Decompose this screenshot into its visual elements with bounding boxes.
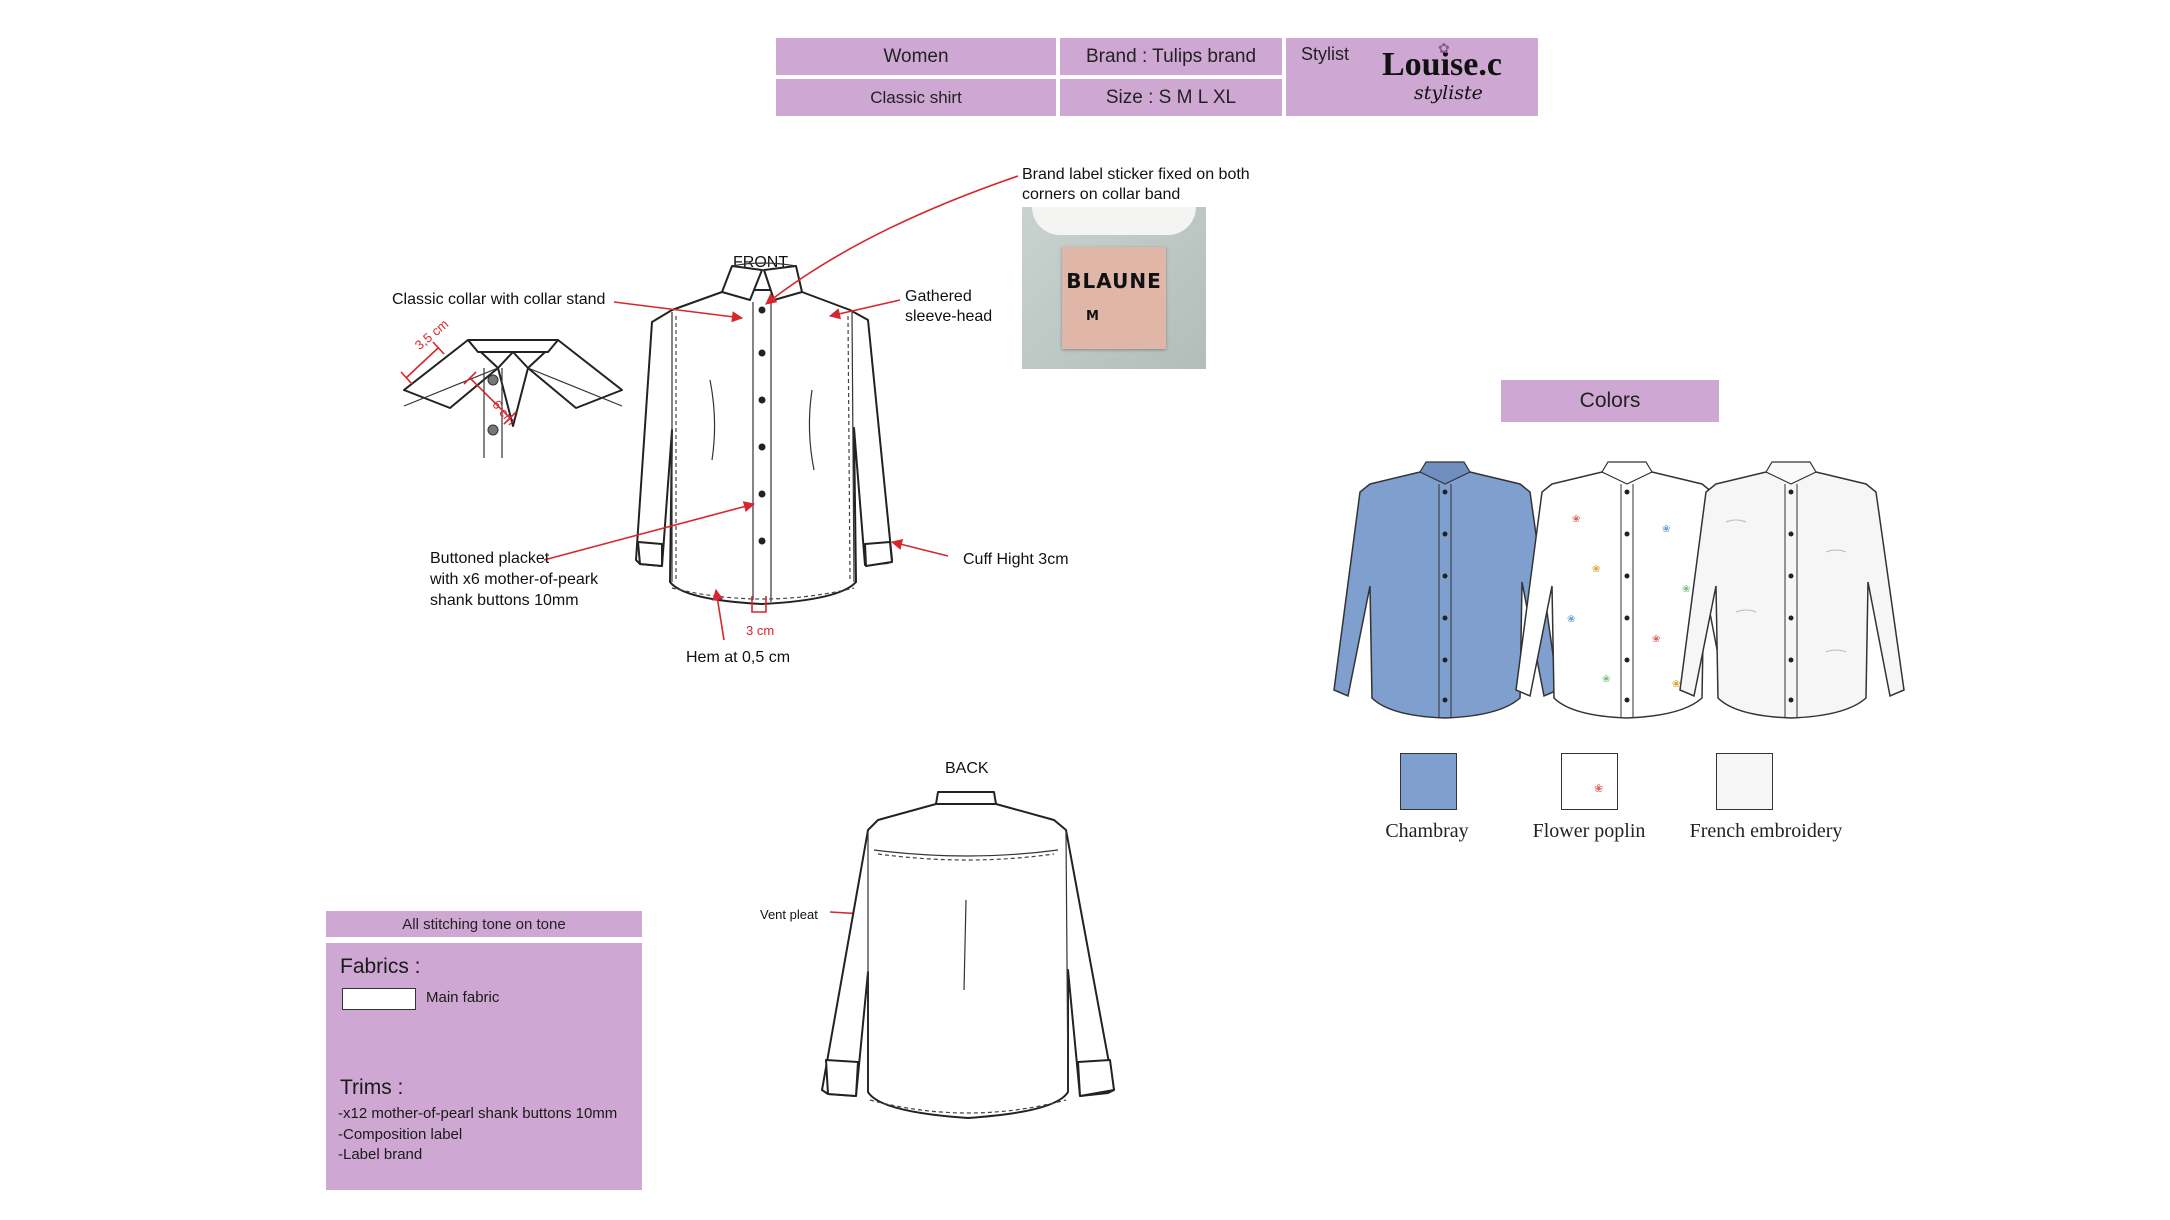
header-gender-text: Women bbox=[883, 45, 949, 67]
trim-item: -Label brand bbox=[338, 1146, 423, 1163]
header-gender: Women bbox=[776, 38, 1056, 75]
swatch-label-chambray: Chambray bbox=[1385, 820, 1469, 842]
trim-item: -x12 mother-of-pearl shank buttons 10mm bbox=[338, 1105, 618, 1122]
svg-text:❀: ❀ bbox=[1572, 514, 1580, 525]
brand-label-text: BLAUNE bbox=[1066, 269, 1162, 293]
callout-placket-2: with x6 mother-of-peark bbox=[430, 571, 599, 588]
svg-text:❀: ❀ bbox=[1652, 634, 1660, 645]
swatch-label-french-embroidery: French embroidery bbox=[1689, 820, 1843, 842]
header-model-text: Classic shirt bbox=[870, 87, 962, 107]
front-buttons bbox=[758, 306, 766, 545]
swatch-chambray bbox=[1400, 753, 1457, 810]
stylist-logo-name: Louise.c bbox=[1382, 46, 1502, 83]
callout-label-1: Brand label sticker fixed on both bbox=[1022, 166, 1250, 183]
stitching-text: All stitching tone on tone bbox=[402, 915, 566, 933]
svg-text:❀: ❀ bbox=[1602, 674, 1610, 685]
callout-sleeve-head-2: sleeve-head bbox=[905, 308, 993, 325]
collar-detail-drawing bbox=[400, 339, 623, 458]
callout-hem: Hem at 0,5 cm bbox=[686, 649, 791, 666]
header-sizes-text: Size : S M L XL bbox=[1105, 86, 1237, 108]
back-title: BACK bbox=[945, 760, 989, 777]
callout-cuff: Cuff Hight 3cm bbox=[963, 551, 1069, 568]
header-model: Classic shirt bbox=[776, 79, 1056, 116]
trims-title: Trims : bbox=[340, 1076, 404, 1099]
callout-placket-3: shank buttons 10mm bbox=[430, 592, 579, 609]
header-brand: Brand : Tulips brand bbox=[1060, 38, 1282, 75]
main-fabric-label: Main fabric bbox=[426, 989, 500, 1006]
callout-placket-width: 3 cm bbox=[746, 623, 775, 638]
header-brand-text: Brand : Tulips brand bbox=[1085, 45, 1257, 67]
callout-sleeve-head-1: Gathered bbox=[905, 288, 972, 305]
stylist-logo-sub: styliste bbox=[1414, 82, 1483, 104]
brand-label-tag: BLAUNE M bbox=[1062, 247, 1166, 349]
svg-text:❀: ❀ bbox=[1592, 564, 1600, 575]
back-shirt-drawing bbox=[821, 791, 1115, 1119]
colorway-chambray-shirt bbox=[1333, 461, 1559, 719]
svg-text:❀: ❀ bbox=[1662, 524, 1670, 535]
brand-label-photo: BLAUNE M bbox=[1022, 207, 1206, 369]
stylist-label: Stylist bbox=[1301, 44, 1350, 64]
trim-item: -Composition label bbox=[338, 1126, 463, 1143]
svg-text:❀: ❀ bbox=[1682, 584, 1690, 595]
front-shirt-drawing bbox=[635, 262, 893, 605]
swatch-french-embroidery bbox=[1716, 753, 1773, 810]
colors-title: Colors bbox=[1501, 380, 1719, 422]
callout-placket-1: Buttoned placket bbox=[430, 550, 550, 567]
header-sizes: Size : S M L XL bbox=[1060, 79, 1282, 116]
callout-collar: Classic collar with collar stand bbox=[392, 291, 606, 308]
stylist-logo-flower-icon: ✿ bbox=[1438, 40, 1450, 56]
spec-panel: Fabrics : Main fabric Trims : -x12 mothe… bbox=[326, 943, 642, 1190]
colorway-french-embroidery-shirt bbox=[1679, 461, 1905, 719]
swatch-label-flower-poplin: Flower poplin bbox=[1532, 820, 1646, 842]
main-fabric-swatch bbox=[342, 988, 416, 1010]
swatch-flower-poplin: ❀ bbox=[1561, 753, 1618, 810]
swatch-flower-motif-icon: ❀ bbox=[1594, 783, 1604, 795]
brand-label-size: M bbox=[1086, 309, 1099, 324]
svg-text:❀: ❀ bbox=[1567, 614, 1575, 625]
colors-title-text: Colors bbox=[1579, 389, 1641, 412]
flower-motifs: ❀ ❀ ❀ ❀ ❀ ❀ ❀ ❀ bbox=[1567, 514, 1690, 690]
callout-label-2: corners on collar band bbox=[1022, 186, 1181, 203]
header-stylist: Stylist Louise.c styliste ✿ bbox=[1286, 38, 1538, 116]
callout-vent: Vent pleat bbox=[760, 907, 818, 922]
stitching-banner: All stitching tone on tone bbox=[326, 911, 642, 937]
svg-text:❀: ❀ bbox=[1672, 679, 1680, 690]
fabrics-title: Fabrics : bbox=[340, 955, 421, 978]
brand-label-collar bbox=[1032, 207, 1196, 235]
